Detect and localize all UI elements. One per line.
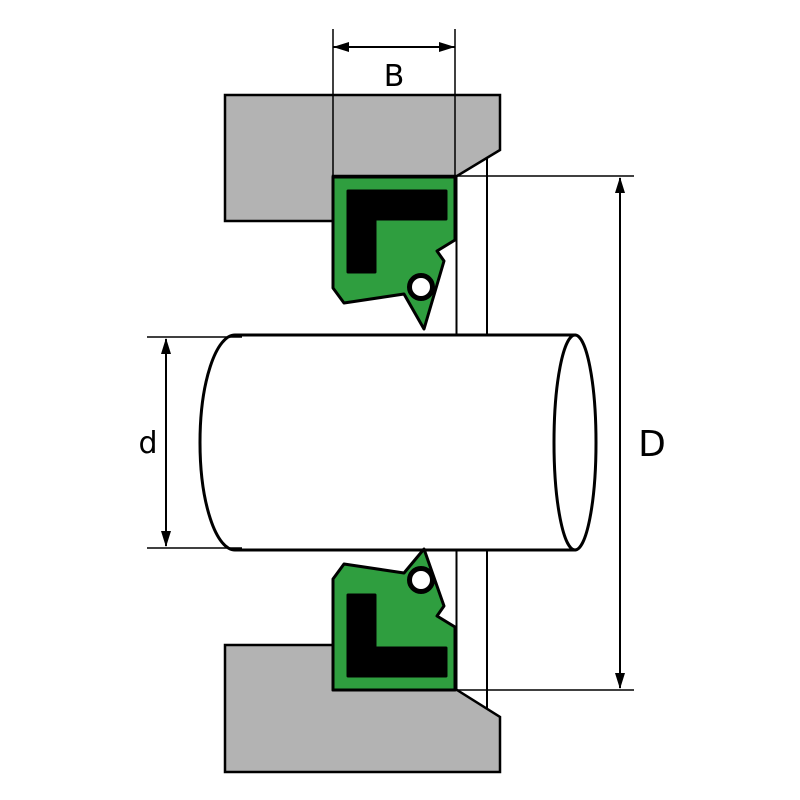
b-arrowhead-right [439, 42, 455, 52]
seal-metal-case-lower [346, 593, 448, 678]
dimension-D: D [458, 175, 666, 691]
dimension-b: B [332, 29, 456, 176]
seal-metal-case-upper [346, 189, 448, 274]
housing [223, 93, 502, 774]
b-arrowhead-left [333, 42, 349, 52]
dimension-d: d [138, 336, 242, 549]
dimension-label-d: d [138, 426, 157, 461]
shaft-end-face [552, 333, 598, 552]
d-arrowhead-top [161, 338, 171, 354]
shaft-body [198, 333, 577, 552]
dimension-label-b: B [384, 59, 405, 94]
D-arrowhead-bottom [615, 673, 625, 689]
d-arrowhead-bottom [161, 531, 171, 547]
shaft [198, 333, 598, 552]
D-arrowhead-top [615, 177, 625, 193]
garter-spring-lower [407, 566, 435, 594]
dimension-label-D: D [638, 424, 666, 465]
seal-upper [331, 175, 457, 331]
garter-spring-upper [407, 273, 435, 301]
seal-lower [331, 547, 457, 692]
